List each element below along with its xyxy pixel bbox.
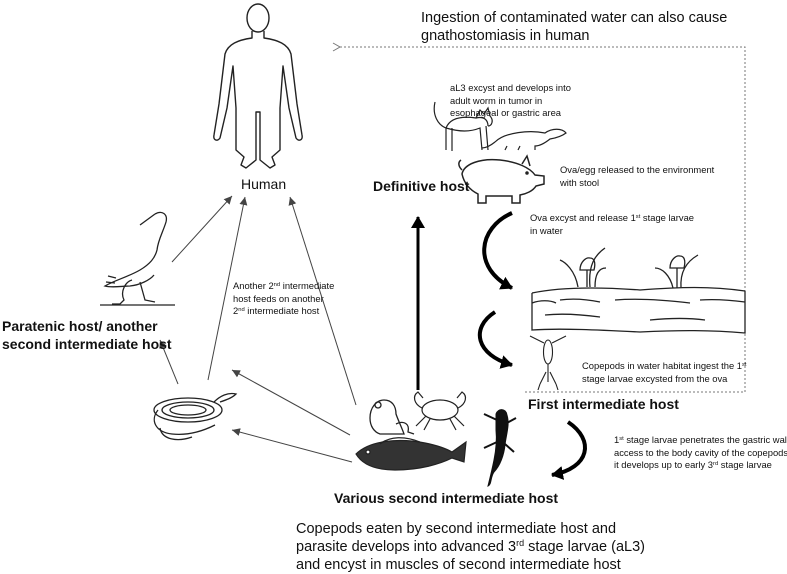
water-ingestion-note: Ingestion of contaminated water can also… xyxy=(421,10,728,45)
arrow-second-to-paratenic xyxy=(231,369,351,436)
bold-arrows xyxy=(411,211,587,480)
ova-excyst-note: Ova excyst and release 1st stage larvae … xyxy=(530,212,695,236)
water-ingestion-dotted-arrow xyxy=(332,42,746,393)
arrow-snake-to-human xyxy=(207,196,248,381)
crab-icon xyxy=(413,391,467,431)
arrow-penetrate xyxy=(551,420,587,480)
copepods-ingest-note: Copepods in water habitat ingest the 1st… xyxy=(582,360,747,384)
arrow-fish-to-snake xyxy=(231,428,353,463)
first-intermediate-host-label: First intermediate host xyxy=(528,396,679,412)
cat-icon xyxy=(433,101,493,151)
frog-icon xyxy=(369,399,415,435)
snake-icon xyxy=(153,392,238,441)
human-label: Human xyxy=(241,176,287,192)
ova-released-note: Ova/egg released to the environment with… xyxy=(560,164,715,188)
lizard-icon xyxy=(483,409,517,487)
definitive-host-label: Definitive host xyxy=(373,178,470,194)
al3-excyst-note: aL3 excyst and develops into adult worm … xyxy=(450,82,571,119)
penetrates-note: 1st stage larvae penetrates the gastric … xyxy=(614,434,787,471)
arrow-egret-to-human xyxy=(171,195,233,263)
paratenic-host-label: Paratenic host/ another second intermedi… xyxy=(2,318,172,352)
arrow-frog-to-human xyxy=(288,196,357,406)
arrow-snake-to-egret xyxy=(159,339,179,385)
copepods-eaten-note: Copepods eaten by second intermediate ho… xyxy=(296,521,645,574)
fish-icon xyxy=(355,437,467,471)
egret-icon xyxy=(100,211,175,306)
weasel-icon xyxy=(481,128,567,151)
another-host-note: Another 2nd intermediate host feeds on a… xyxy=(233,280,335,317)
copepod-icon xyxy=(529,335,567,391)
various-second-host-label: Various second intermediate host xyxy=(334,490,559,506)
water-habitat-icon xyxy=(531,247,746,334)
thin-arrows xyxy=(159,195,357,463)
arrow-pig-to-water xyxy=(482,211,513,290)
human-icon xyxy=(213,3,303,169)
pig-icon xyxy=(458,154,545,204)
arrow-water-to-copepod xyxy=(477,310,513,369)
